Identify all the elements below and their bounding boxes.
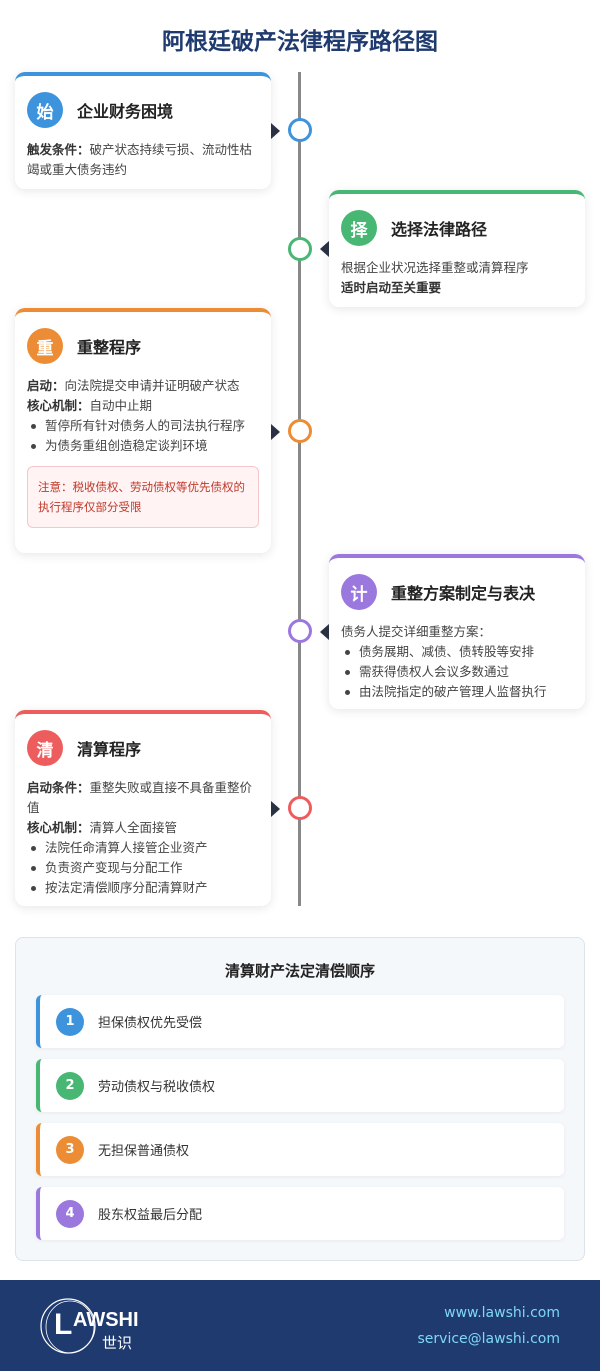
step-card-reorganization: 重重整程序 启动：向法院提交申请并证明破产状态 核心机制：自动中止期 暂停所有针… <box>15 308 271 553</box>
field-label: 启动： <box>27 378 65 393</box>
step-text: 根据企业状况选择重整或清算程序 <box>341 260 529 275</box>
priority-item: 4 股东权益最后分配 <box>36 1187 564 1240</box>
priority-number: 2 <box>56 1071 84 1100</box>
website-link[interactable]: www.lawshi.com <box>444 1305 560 1321</box>
priority-label: 无担保普通债权 <box>98 1144 190 1159</box>
priority-order-panel: 清算财产法定清偿顺序 1 担保债权优先受偿 2 劳动债权与税收债权 3 无担保普通债权… <box>15 937 585 1261</box>
step-card-financial-distress: 始企业财务困境 触发条件：破产状态持续亏损、流动性枯竭或重大债务违约 <box>15 72 271 189</box>
step-badge: 清 <box>27 730 63 766</box>
priority-label: 担保债权优先受偿 <box>98 1016 203 1031</box>
priority-item: 2 劳动债权与税收债权 <box>36 1059 564 1112</box>
arrow-icon <box>320 241 329 257</box>
timeline-dot <box>288 796 312 820</box>
priority-label: 劳动债权与税收债权 <box>98 1080 216 1095</box>
step-title: 重整方案制定与表决 <box>391 584 536 603</box>
bullet-item: 按法定清偿顺序分配清算财产 <box>27 878 259 898</box>
step-badge: 重 <box>27 328 63 364</box>
arrow-icon <box>271 123 280 139</box>
timeline-dot <box>288 619 312 643</box>
bullet-item: 暂停所有针对债务人的司法执行程序 <box>27 416 259 436</box>
page-title: 阿根廷破产法律程序路径图 <box>162 29 438 55</box>
field-text: 重整失败或直接不具备重整价值 <box>27 780 253 815</box>
svg-text:AWSHI: AWSHI <box>73 1309 139 1331</box>
step-badge: 始 <box>27 92 63 128</box>
svg-text:L: L <box>54 1308 72 1341</box>
step-card-liquidation: 清清算程序 启动条件：重整失败或直接不具备重整价值 核心机制：清算人全面接管 法… <box>15 710 271 906</box>
step-card-choose-path: 择选择法律路径 根据企业状况选择重整或清算程序 适时启动至关重要 <box>329 190 585 307</box>
svg-text:世识: 世识 <box>102 1334 132 1352</box>
priority-item: 3 无担保普通债权 <box>36 1123 564 1176</box>
step-badge: 计 <box>341 574 377 610</box>
field-label: 触发条件： <box>27 142 90 157</box>
field-text: 自动中止期 <box>89 398 153 413</box>
priority-item: 1 担保债权优先受偿 <box>36 995 564 1048</box>
step-title: 企业财务困境 <box>77 102 174 121</box>
lawshi-logo: L AWSHI 世识 <box>40 1298 139 1354</box>
step-title: 清算程序 <box>77 740 142 759</box>
footer: L AWSHI 世识 www.lawshi.com service@lawshi… <box>0 1280 600 1371</box>
field-label: 启动条件： <box>27 780 90 795</box>
timeline-dot <box>288 237 312 261</box>
bullet-item: 为债务重组创造稳定谈判环境 <box>27 436 259 456</box>
step-title: 选择法律路径 <box>391 220 488 239</box>
bullet-item: 债务展期、减债、债转股等安排 <box>341 642 573 662</box>
timeline-dot <box>288 419 312 443</box>
bullet-item: 负责资产变现与分配工作 <box>27 858 259 878</box>
panel-title: 清算财产法定清偿顺序 <box>224 962 375 980</box>
field-label: 核心机制： <box>27 398 90 413</box>
field-text: 清算人全面接管 <box>89 820 178 835</box>
email-link[interactable]: service@lawshi.com <box>417 1331 560 1347</box>
step-card-plan-vote: 计重整方案制定与表决 债务人提交详细重整方案： 债务展期、减债、债转股等安排需获… <box>329 554 585 709</box>
priority-number: 3 <box>56 1135 84 1164</box>
field-label: 核心机制： <box>27 820 90 835</box>
bullet-item: 需获得债权人会议多数通过 <box>341 662 573 682</box>
step-text: 债务人提交详细重整方案： <box>341 624 492 639</box>
timeline-line <box>298 72 301 906</box>
warning-note: 注意：税收债权、劳动债权等优先债权的执行程序仅部分受限 <box>27 466 259 528</box>
bullet-item: 法院任命清算人接管企业资产 <box>27 838 259 858</box>
timeline-dot <box>288 118 312 142</box>
step-title: 重整程序 <box>77 338 142 357</box>
priority-number: 1 <box>56 1007 84 1036</box>
field-text: 向法院提交申请并证明破产状态 <box>64 378 240 393</box>
priority-number: 4 <box>56 1199 84 1228</box>
priority-label: 股东权益最后分配 <box>98 1208 203 1223</box>
arrow-icon <box>271 801 280 817</box>
arrow-icon <box>271 424 280 440</box>
bullet-item: 由法院指定的破产管理人监督执行 <box>341 682 573 702</box>
field-text: 破产状态持续亏损、流动性枯竭或重大债务违约 <box>27 142 253 177</box>
arrow-icon <box>320 624 329 640</box>
step-emphasis: 适时启动至关重要 <box>341 280 442 295</box>
step-badge: 择 <box>341 210 377 246</box>
